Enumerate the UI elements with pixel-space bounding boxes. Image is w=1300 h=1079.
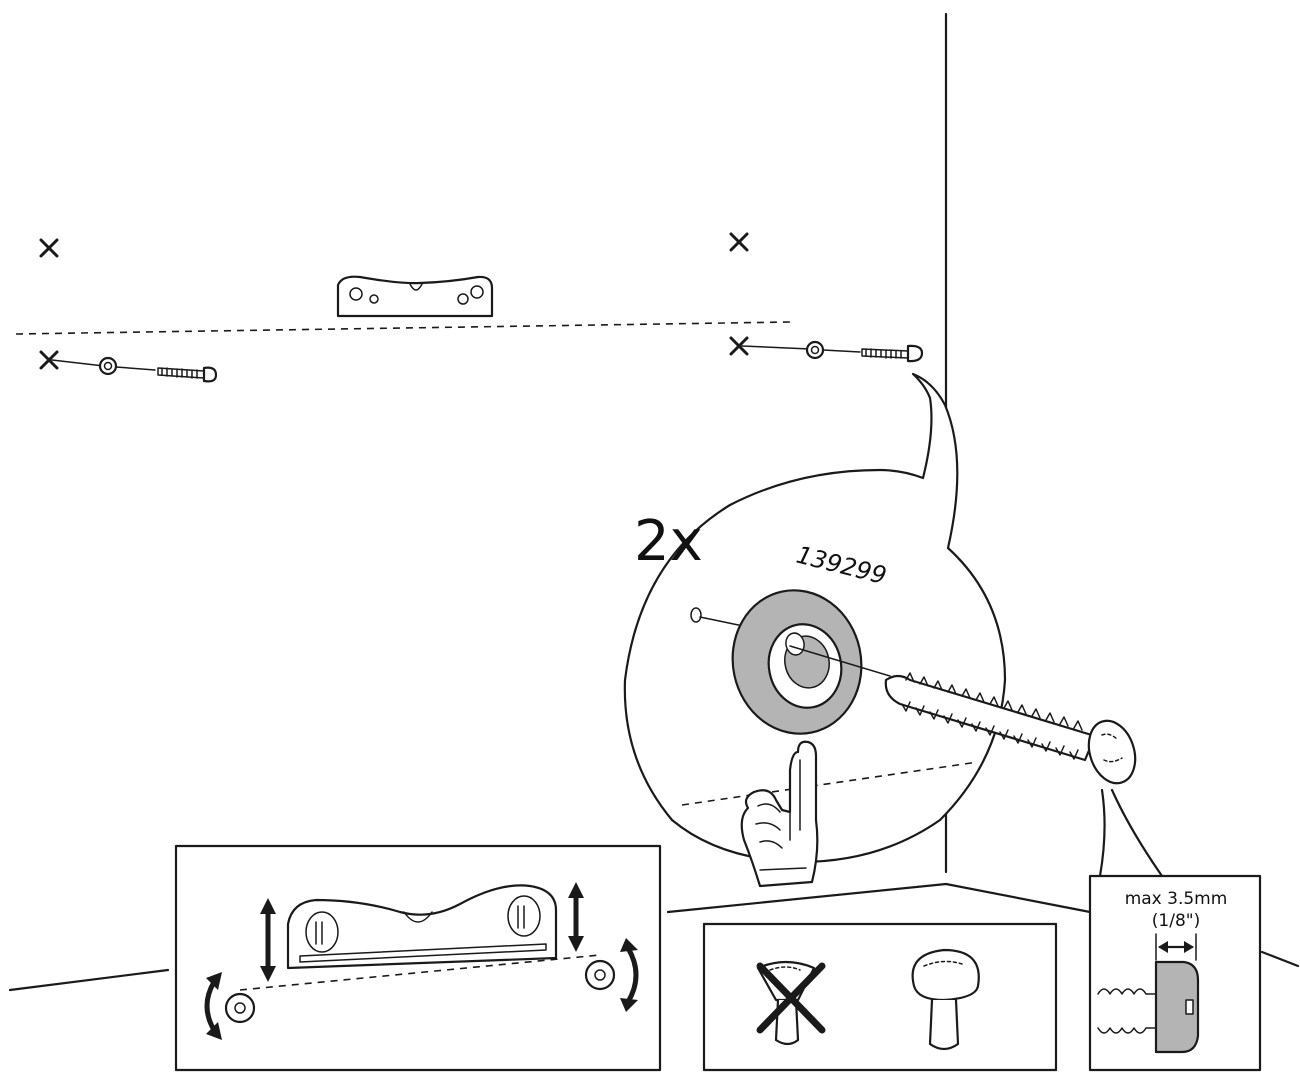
screw-icon xyxy=(157,366,218,383)
rotate-arrow-icon xyxy=(620,938,639,1012)
washer-icon xyxy=(98,356,118,376)
adjust-arrow-icon xyxy=(260,898,276,982)
wrong-mark-icon xyxy=(756,962,826,1034)
level-reference-line xyxy=(681,761,979,806)
screw-head-profile xyxy=(1097,960,1200,1054)
inch-depth-label: (1/8") xyxy=(1152,911,1200,931)
alignment-line xyxy=(741,345,811,350)
spirit-level-icon xyxy=(336,275,494,318)
level-reference-line xyxy=(15,321,791,335)
rotate-arrow-icon xyxy=(204,972,222,1040)
max-depth-label: max 3.5mm xyxy=(1125,889,1228,909)
spirit-level-icon xyxy=(286,884,558,970)
washer-icon xyxy=(584,959,616,991)
level-reference-line xyxy=(239,954,601,991)
screw-icon xyxy=(861,344,924,363)
washer-icon xyxy=(805,340,825,360)
pilot-hole xyxy=(690,607,702,623)
cross-mark-icon xyxy=(39,238,59,258)
alignment-line xyxy=(789,645,891,677)
pointing-hand-icon xyxy=(740,740,819,888)
cross-mark-icon xyxy=(729,336,749,356)
floor-line xyxy=(666,882,1092,914)
measurement-callout-tail xyxy=(1098,788,1164,878)
quantity-label: 2x xyxy=(634,509,703,574)
depth-arrow-icon xyxy=(1155,933,1197,961)
cross-mark-icon xyxy=(729,232,749,252)
screw-icon xyxy=(884,672,1137,785)
screw-head-type-inset xyxy=(702,922,1058,1072)
floor-line xyxy=(8,968,170,992)
washer-icon xyxy=(731,589,863,735)
adjust-arrow-icon xyxy=(568,882,584,952)
alignment-line xyxy=(51,359,105,367)
washer-icon xyxy=(224,992,256,1024)
cross-mark-icon xyxy=(39,350,59,370)
alignment-line xyxy=(115,366,156,371)
round-head-screw-icon xyxy=(911,948,980,1051)
floor-line xyxy=(1260,950,1300,968)
alignment-line xyxy=(822,349,861,353)
